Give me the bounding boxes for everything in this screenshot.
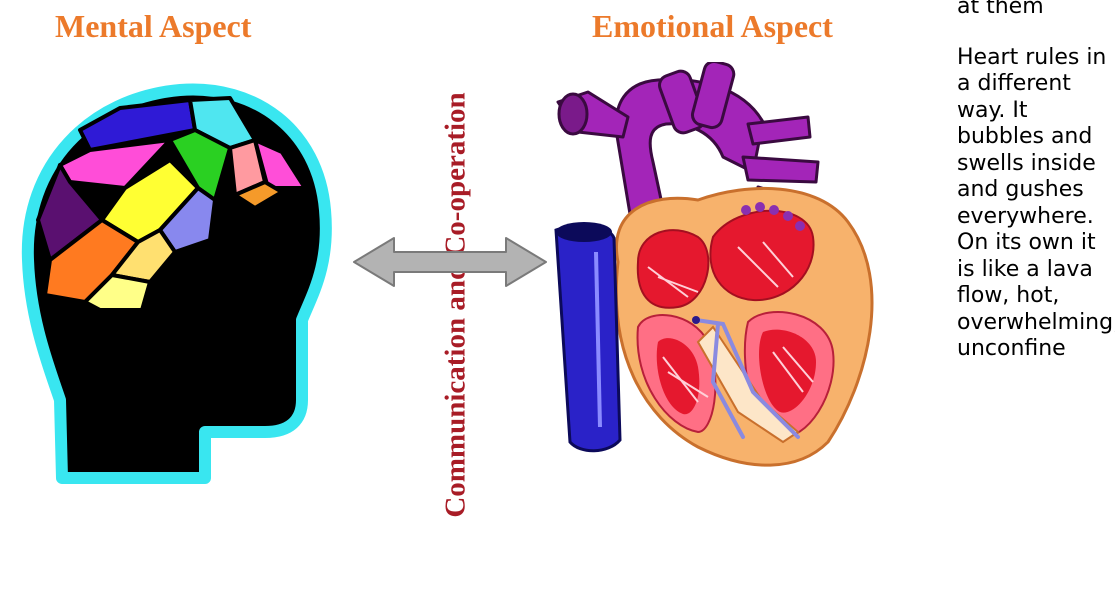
mental-aspect-title: Mental Aspect [55, 8, 251, 45]
head-brain-icon [20, 70, 340, 490]
heart-anatomy-icon [548, 62, 918, 482]
side-text-fragment: at them [957, 0, 1107, 21]
side-text-paragraph: Heart rules in a different way. It bubbl… [957, 45, 1107, 363]
emotional-aspect-title: Emotional Aspect [592, 8, 833, 45]
communication-label: Communication and Co-operation [440, 92, 473, 517]
double-arrow-icon [350, 232, 550, 292]
side-text-column: at them Heart rules in a different way. … [957, 0, 1107, 363]
